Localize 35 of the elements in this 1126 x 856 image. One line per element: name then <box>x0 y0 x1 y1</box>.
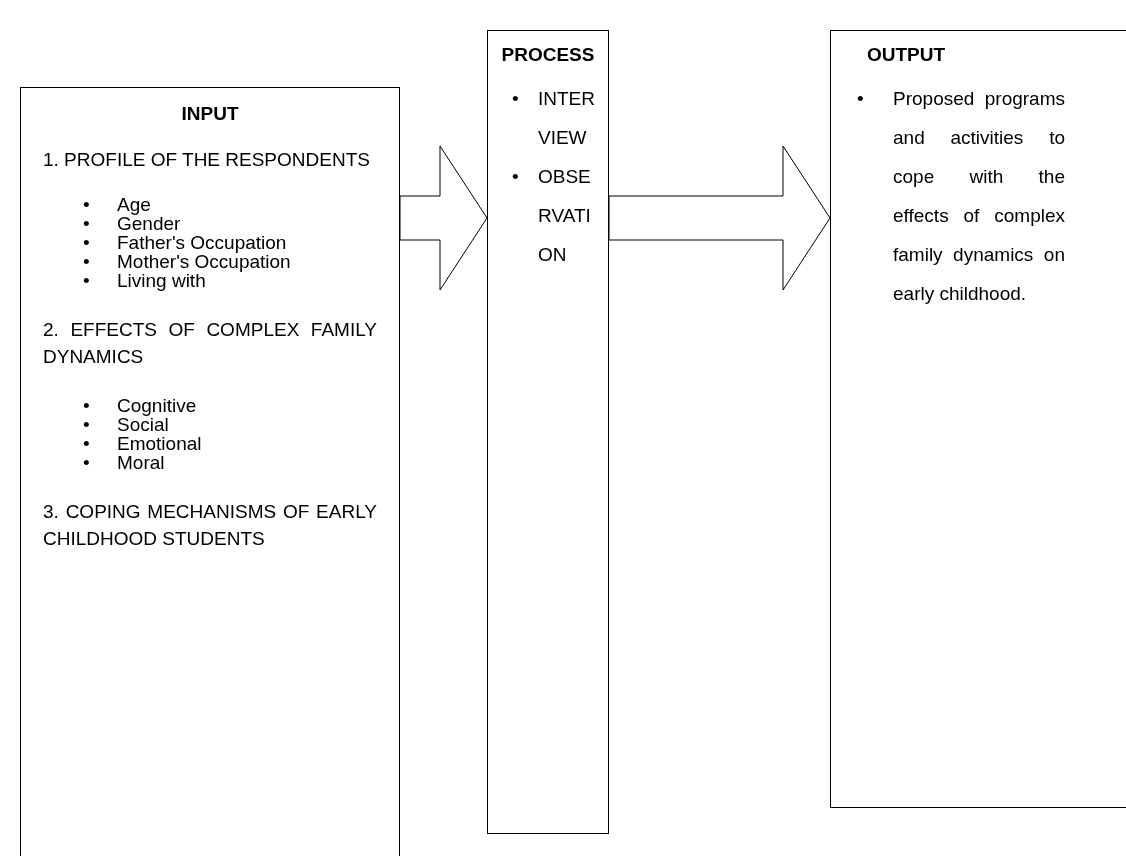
numbered-item: 3. COPING MECHANISMS OF EARLY CHILDHOOD STUDENTS <box>43 500 377 551</box>
bullet-item: Gender <box>117 214 181 233</box>
bullet-marker: • <box>512 165 520 189</box>
bullet-item: Proposed programs and activities to cope with the effects of complex family dynamics on early childhood. <box>893 87 1065 306</box>
bullet-marker: • <box>83 415 91 434</box>
bullet-item: Emotional <box>117 434 202 453</box>
bullet-marker: • <box>83 214 91 233</box>
box-heading: INPUT <box>180 102 240 126</box>
bullet-item: Age <box>117 195 151 214</box>
process-box <box>20 87 400 856</box>
bullet-marker: • <box>83 233 91 252</box>
bullet-marker: • <box>83 396 91 415</box>
bullet-item: Moral <box>117 453 165 472</box>
bullet-item: Living with <box>117 271 206 290</box>
numbered-item: 2. EFFECTS OF COMPLEX FAMILY DYNAMICS <box>43 318 377 369</box>
bullet-item: Cognitive <box>117 396 197 415</box>
box-heading: PROCESS <box>500 43 596 67</box>
bullet-item: Social <box>117 415 169 434</box>
numbered-item: 1. PROFILE OF THE RESPONDENTS <box>43 148 371 172</box>
process-box <box>487 30 609 834</box>
bullet-marker: • <box>512 87 520 111</box>
bullet-item: Mother's Occupation <box>117 252 291 271</box>
bullet-marker: • <box>83 434 91 453</box>
bullet-marker: • <box>83 195 91 214</box>
bullet-item: Father's Occupation <box>117 233 287 252</box>
bullet-marker: • <box>83 271 91 290</box>
bullet-item: INTERVIEW <box>538 87 596 150</box>
box-heading: OUTPUT <box>866 43 947 67</box>
bullet-item: OBSERVATION <box>538 165 592 267</box>
bullet-marker: • <box>857 87 865 111</box>
block-arrow <box>399 145 488 291</box>
bullet-marker: • <box>83 453 91 472</box>
process-box <box>830 30 1126 808</box>
block-arrow <box>608 145 831 291</box>
bullet-marker: • <box>83 252 91 271</box>
